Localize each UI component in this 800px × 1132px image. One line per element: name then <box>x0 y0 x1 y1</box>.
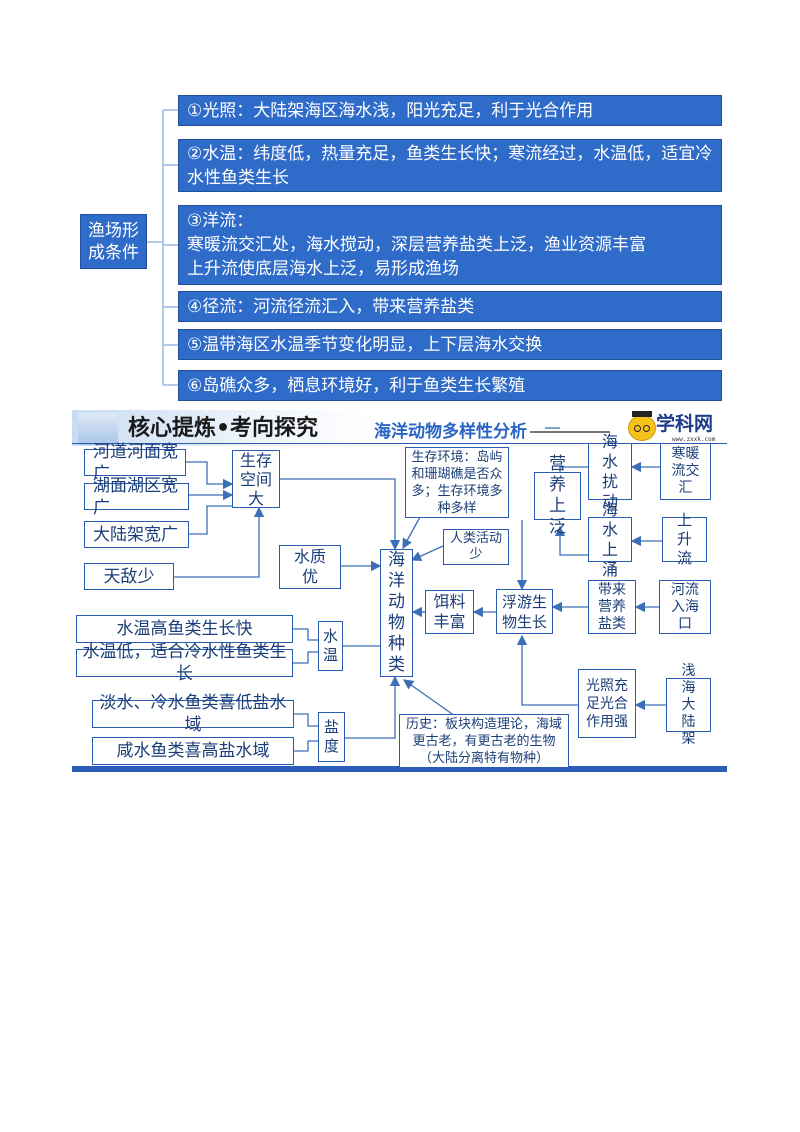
node-living-space: 生存空间大 <box>232 450 280 508</box>
diagram-frame <box>72 443 727 770</box>
node-few-enemies: 天敌少 <box>84 563 174 590</box>
currents-warm-cold: 寒暖流交汇处，海水搅动，深层营养盐类上泛，渔业资源丰富 <box>187 235 646 255</box>
node-warm-cold: 寒暖流交汇 <box>660 443 711 500</box>
node-salinity: 盐度 <box>318 712 345 762</box>
node-river-inflow: 河流入海口 <box>659 580 711 634</box>
diagram-title: 海洋动物多样性分析 <box>374 422 527 442</box>
node-shelf-wide: 大陆架宽广 <box>84 521 189 548</box>
condition-currents: ③洋流： 寒暖流交汇处，海水搅动，深层营养盐类上泛，渔业资源丰富 上升流使底层海… <box>178 205 722 285</box>
section-header: 核心提炼•考向探究 <box>128 416 319 441</box>
section-header-bg <box>72 410 372 446</box>
diagram-connectors <box>174 427 666 752</box>
node-habitat: 生存环境：岛屿和珊瑚礁是否众多；生存环境多种多样 <box>405 447 509 518</box>
logo-url: www.zxxk.com <box>672 436 716 443</box>
logo-text: 学科网 <box>656 413 714 435</box>
node-temp: 水温 <box>318 621 343 671</box>
currents-heading: ③洋流： <box>187 211 254 231</box>
node-upwelling: 营养上泛 <box>534 454 581 537</box>
node-plankton: 浮游生物生长 <box>496 589 553 634</box>
top-connectors <box>147 109 178 386</box>
header-rule <box>530 431 610 433</box>
node-center-species: 海洋动物种类 <box>380 549 413 677</box>
logo-icon <box>628 411 656 441</box>
condition-temperate: ⑤温带海区水温季节变化明显，上下层海水交换 <box>178 329 722 360</box>
currents-upwelling: 上升流使底层海水上泛，易形成渔场 <box>187 259 459 279</box>
node-light: 光照充足光合作用强 <box>578 669 636 738</box>
node-history: 历史：板块构造理论，海域更古老，有更古老的生物（大陆分离特有物种） <box>399 714 569 768</box>
node-fresh-low: 淡水、冷水鱼类喜低盐水域 <box>92 693 294 735</box>
root-label: 渔场形成条件 <box>80 214 147 269</box>
condition-temperature: ②水温：纬度低，热量充足，鱼类生长快；寒流经过，水温低，适宜冷水性鱼类生长 <box>178 139 722 192</box>
node-river-wide: 河道河面宽广 <box>84 442 186 484</box>
node-shallow: 浅海大陆架 <box>666 663 711 747</box>
node-nutrients: 带来营养盐类 <box>588 580 636 634</box>
header-icon <box>78 413 118 445</box>
node-human: 人类活动少 <box>443 529 509 565</box>
node-warm-fast: 水温高鱼类生长快 <box>76 615 293 643</box>
condition-light: ①光照：大陆架海区海水浅，阳光充足，利于光合作用 <box>178 95 722 126</box>
node-upwell-current: 上升流 <box>662 511 707 567</box>
node-disturb: 海水扰动 <box>588 432 632 511</box>
node-cold-fish: 水温低，适合冷水性鱼类生长 <box>76 642 293 684</box>
node-lake-wide: 湖面湖区宽广 <box>84 476 189 518</box>
node-salt-high: 咸水鱼类喜高盐水域 <box>92 737 294 765</box>
condition-islands: ⑥岛礁众多，栖息环境好，利于鱼类生长繁殖 <box>178 370 722 401</box>
node-surge: 海水上涌 <box>588 500 632 579</box>
node-water-quality: 水质优 <box>279 545 341 589</box>
bottom-bar <box>72 766 727 772</box>
condition-runoff: ④径流：河流径流汇入，带来营养盐类 <box>178 291 722 322</box>
node-food: 饵料丰富 <box>425 590 474 634</box>
